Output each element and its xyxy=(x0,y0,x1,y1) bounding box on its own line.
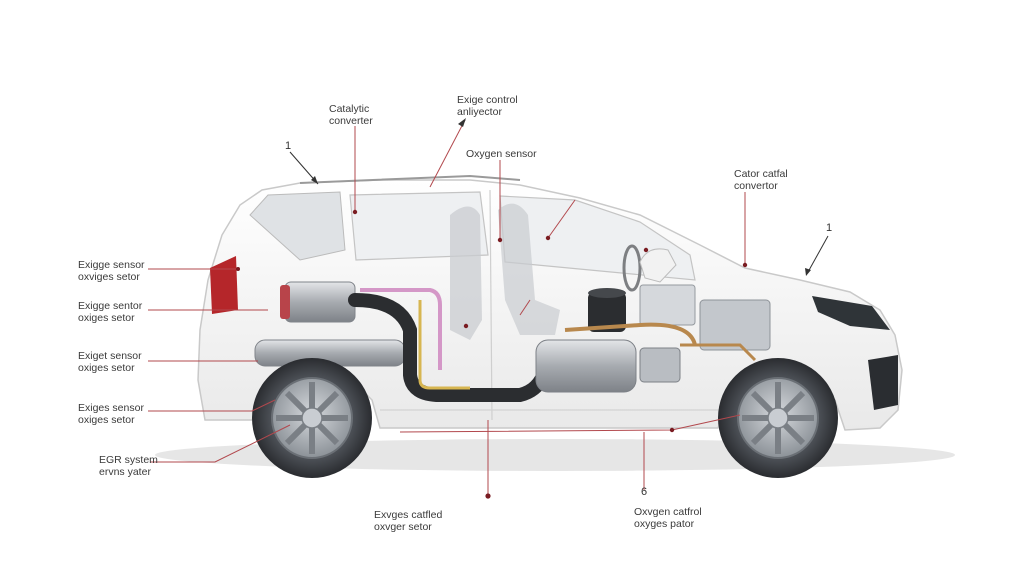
egr-canister xyxy=(588,292,626,332)
converter-flange xyxy=(639,347,681,383)
label-line: Exigge sensor xyxy=(78,259,145,271)
leader-left-4 xyxy=(148,399,276,412)
side-mirror xyxy=(639,248,677,283)
tail-light xyxy=(210,256,238,314)
front-grille xyxy=(868,355,898,410)
arrowhead-top-left xyxy=(311,176,318,184)
marker-number-top-left: 1 xyxy=(285,140,292,152)
label-bottom-right: Oxvgen catfrol oxyges pator xyxy=(634,506,702,530)
engine-block xyxy=(699,299,771,351)
label-line: Cator catfal xyxy=(734,168,788,180)
label-line: anliyector xyxy=(457,106,502,118)
arrowhead-top xyxy=(458,118,466,127)
marker-dot xyxy=(545,235,551,241)
label-line: convertor xyxy=(734,180,778,192)
label-line: oxiges setor xyxy=(78,312,135,324)
rear-seat xyxy=(450,206,482,340)
label-line: Exigge sentor xyxy=(78,300,143,312)
leader-left-5 xyxy=(150,424,291,463)
marker-number-top-right: 1 xyxy=(826,222,833,234)
label-left-1: Exigge sensor oxviges setor xyxy=(78,259,145,283)
arrow-top-right xyxy=(807,235,829,273)
label-line: Exiget sensor xyxy=(78,350,142,362)
label-line: EGR system xyxy=(99,454,158,466)
marker-dot xyxy=(352,209,358,215)
pink-line xyxy=(360,288,442,370)
label-line: oxiges setor xyxy=(78,362,135,374)
marker-dot xyxy=(669,427,675,433)
catalytic-converter xyxy=(535,339,637,393)
label-exige-control: Exige control anliyector xyxy=(457,94,518,118)
headlight xyxy=(812,296,890,330)
yellow-line xyxy=(418,300,470,390)
label-left-3: Exiget sensor oxiges setor xyxy=(78,350,142,374)
intake-pipe xyxy=(348,293,552,402)
front-wheel xyxy=(718,358,838,478)
marker-dot xyxy=(463,323,469,329)
leader-seat xyxy=(519,299,531,316)
marker-dot xyxy=(643,247,649,253)
steering-wheel xyxy=(622,244,642,292)
label-oxygen-sensor: Oxygen sensor xyxy=(466,148,537,160)
label-line: Exige control xyxy=(457,94,518,106)
egr-canister-top xyxy=(588,288,626,298)
red-sensor-ring xyxy=(280,285,290,319)
label-line: converter xyxy=(329,115,373,127)
arrowhead-top-right xyxy=(805,268,811,276)
engine-part xyxy=(639,284,696,326)
label-line: ervns yater xyxy=(99,466,151,478)
label-line: oxviges setor xyxy=(78,271,140,283)
marker-dot xyxy=(742,262,748,268)
roof-rail xyxy=(299,174,521,184)
label-line: oxvger setor xyxy=(374,521,432,533)
label-line: Oxygen sensor xyxy=(466,148,537,160)
label-catalytic-converter: Catalytic converter xyxy=(329,103,373,127)
copper-pipe-2 xyxy=(680,343,757,362)
label-line: Catalytic xyxy=(329,103,370,115)
rear-canister xyxy=(284,281,356,323)
label-left-5: EGR system ervns yater xyxy=(99,454,158,478)
copper-pipe xyxy=(564,322,697,346)
label-left-4: Exiges sensor oxiges setor xyxy=(78,402,144,426)
label-bottom-mid: Exvges catfled oxvger setor xyxy=(374,509,442,533)
leader-interior xyxy=(547,199,576,239)
label-line: oxiges setor xyxy=(78,414,135,426)
marker-dot xyxy=(485,493,491,499)
label-cator-catfal: Cator catfal convertor xyxy=(734,168,788,192)
rear-wheel xyxy=(252,358,372,478)
leader-exige-control xyxy=(429,119,466,188)
marker-dot xyxy=(236,267,240,271)
rear-window xyxy=(249,191,346,261)
label-line: Oxvgen catfrol xyxy=(634,506,702,518)
front-seat xyxy=(498,203,560,335)
marker-dot xyxy=(497,237,503,243)
label-line: Exiges sensor xyxy=(78,402,144,414)
label-line: oxyges pator xyxy=(634,518,695,530)
door-line xyxy=(489,189,493,421)
label-left-2: Exigge sentor oxiges setor xyxy=(78,300,142,324)
label-line: Exvges catfled xyxy=(374,509,443,521)
marker-number-bottom: 6 xyxy=(641,486,648,498)
